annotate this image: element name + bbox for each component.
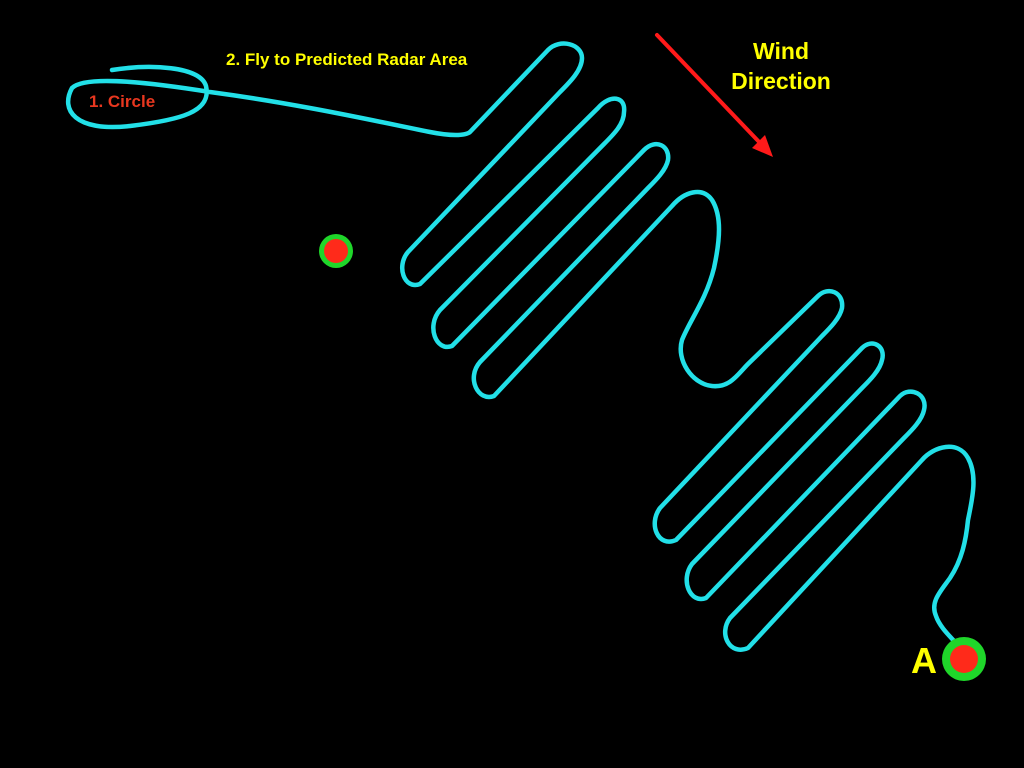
wind-direction-label: Wind Direction [720,36,842,96]
wind-label-line2: Direction [731,68,831,94]
wind-label-line1: Wind [753,38,809,64]
flight-path-line [65,41,976,655]
target-marker [319,234,353,268]
fly-to-radar-step-label: 2. Fly to Predicted Radar Area [226,50,468,69]
circle-step-label: 1. Circle [89,92,156,111]
point-a-label: A [911,640,937,681]
wind-direction-arrow [655,33,773,157]
point-a-marker [942,637,986,681]
